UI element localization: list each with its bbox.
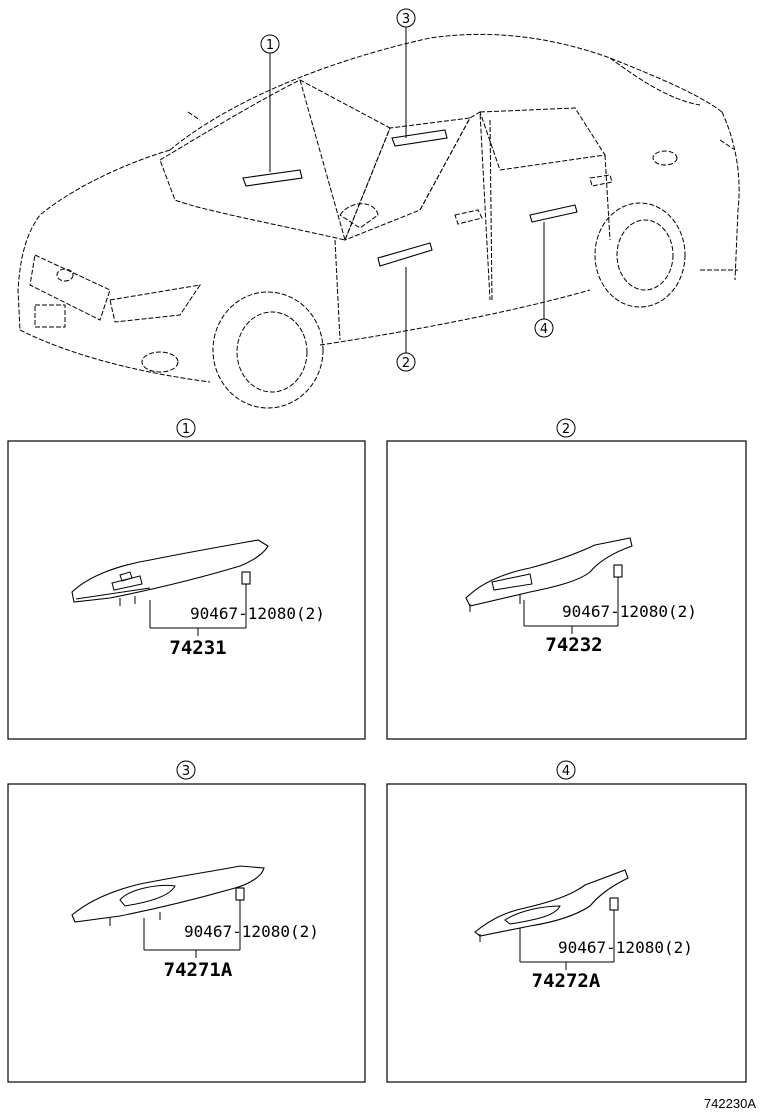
screw-part-1	[241, 571, 251, 585]
callout-1-car: 1	[260, 34, 280, 54]
callout-2-text: 2	[402, 356, 410, 371]
panel-2-callout: 2	[562, 422, 570, 437]
drawing-reference: 742230A	[704, 1096, 756, 1111]
switch-base-part-3	[71, 865, 265, 923]
callout-3-car: 3	[396, 8, 416, 28]
panel-3: 3 90467-12080(2) 74271A	[7, 760, 366, 1083]
part-number-3: 74271A	[164, 959, 233, 981]
switch-base-part-1	[71, 539, 269, 603]
callout-4-car: 4	[534, 318, 554, 338]
callout-4-text: 4	[540, 322, 548, 337]
callout-1-text: 1	[266, 38, 274, 53]
screw-label-1: 90467-12080(2)	[190, 604, 325, 623]
panel-1: 1 90467-12080(2) 74231	[7, 418, 366, 740]
switch-base-part-4	[474, 869, 629, 937]
screw-part-3	[235, 887, 245, 901]
panel-4-callout: 4	[562, 764, 570, 779]
part-number-2: 74232	[545, 634, 602, 656]
panel-3-callout: 3	[182, 764, 190, 779]
screw-label-2: 90467-12080(2)	[562, 602, 697, 621]
screw-label-3: 90467-12080(2)	[184, 922, 319, 941]
callout-3-text: 3	[402, 12, 410, 27]
callout-2-car: 2	[396, 352, 416, 372]
panel-4: 4 90467-12080(2) 74272A	[386, 760, 747, 1083]
part-number-1: 74231	[169, 637, 226, 659]
switch-base-part-2	[465, 537, 633, 607]
screw-part-4	[609, 897, 619, 911]
panel-1-callout: 1	[182, 422, 190, 437]
screw-label-4: 90467-12080(2)	[558, 938, 693, 957]
panel-2: 2 90467-12080(2) 74232	[386, 418, 747, 740]
part-number-4: 74272A	[532, 970, 601, 992]
car-illustration	[17, 27, 740, 409]
screw-part-2	[613, 564, 623, 578]
